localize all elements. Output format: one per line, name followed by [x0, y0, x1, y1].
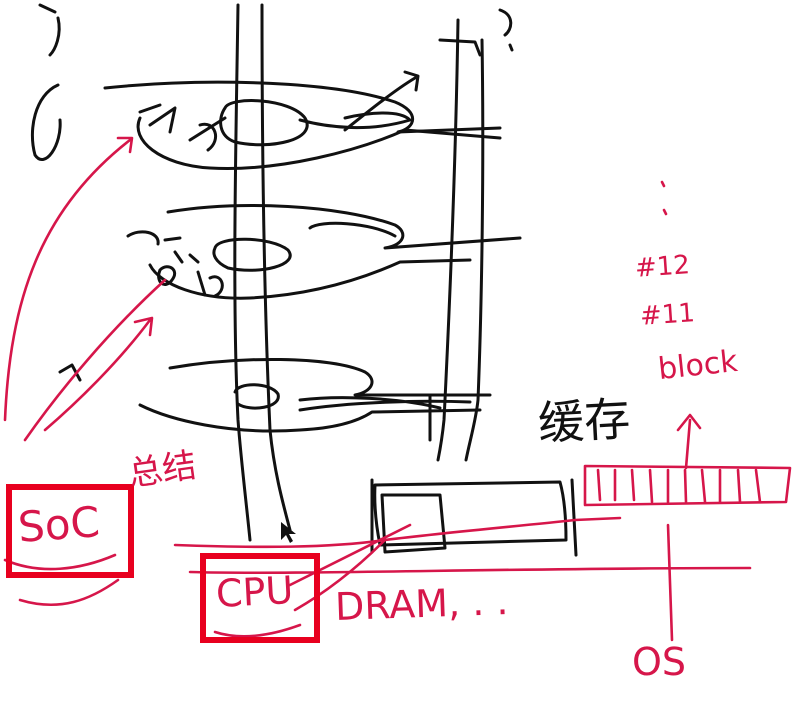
arrow-soc-to-mid [23, 278, 167, 442]
curl-left [30, 83, 62, 161]
block-buffer-divisions [596, 468, 762, 504]
dots-above [660, 180, 668, 216]
cursor-pointer-icon [281, 522, 296, 543]
number-12-label: #12 [634, 250, 691, 284]
spindle-line-4 [464, 38, 485, 462]
cpu-to-chip-line [288, 523, 412, 587]
annotation-label: 总结 [126, 445, 199, 495]
highlight-box-cpu [200, 553, 320, 643]
cpu-underline [213, 623, 302, 638]
os-label: OS [632, 640, 687, 684]
mark-left-small [58, 363, 82, 382]
scribble-mid [126, 230, 224, 298]
platter-mid-upper [166, 204, 522, 250]
platter-top-upper [103, 80, 502, 134]
controller-box [373, 480, 568, 547]
platter-bot-band [298, 396, 472, 412]
mark-top-right [438, 8, 514, 57]
bus-line-bottom [188, 566, 752, 575]
dram-label: DRAM, . . [334, 578, 510, 630]
platter-mid-lower [148, 258, 472, 300]
platter-bot-lower [138, 403, 482, 433]
head-arm-top [298, 111, 412, 130]
arrow-soc-to-top [3, 136, 134, 422]
spindle-line-3 [436, 18, 460, 462]
scribble-top [138, 103, 227, 152]
spindle-line-1 [233, 3, 252, 542]
cache-label: 缓存 [536, 391, 632, 451]
controller-box-edge-right [570, 478, 578, 557]
chip-inner-square [380, 493, 447, 554]
soc-underline [3, 553, 120, 607]
cpu-label: CPU [214, 568, 295, 616]
platter-mid-cap [308, 221, 397, 238]
platter-mid-hub [212, 237, 292, 272]
arrow-to-block [676, 413, 702, 470]
platter-bot-hub [233, 383, 280, 410]
number-11-label: #11 [639, 298, 696, 332]
arrow-soc-to-bot [43, 316, 154, 432]
highlight-box-soc [6, 484, 134, 578]
cpu-to-chip-line-2 [293, 538, 387, 612]
mark-top-left [38, 3, 61, 57]
platter-top-hub [219, 99, 309, 147]
soc-label: SoC [16, 497, 102, 552]
platter-bot-upper [168, 357, 492, 397]
block-buffer [583, 464, 792, 507]
arrow-up-right [343, 70, 420, 132]
spindle-line-2 [260, 3, 292, 532]
platter-top-lower [136, 116, 502, 170]
tick-mid-2 [188, 253, 200, 264]
os-line [666, 523, 674, 642]
tick-mid-1 [173, 250, 184, 264]
